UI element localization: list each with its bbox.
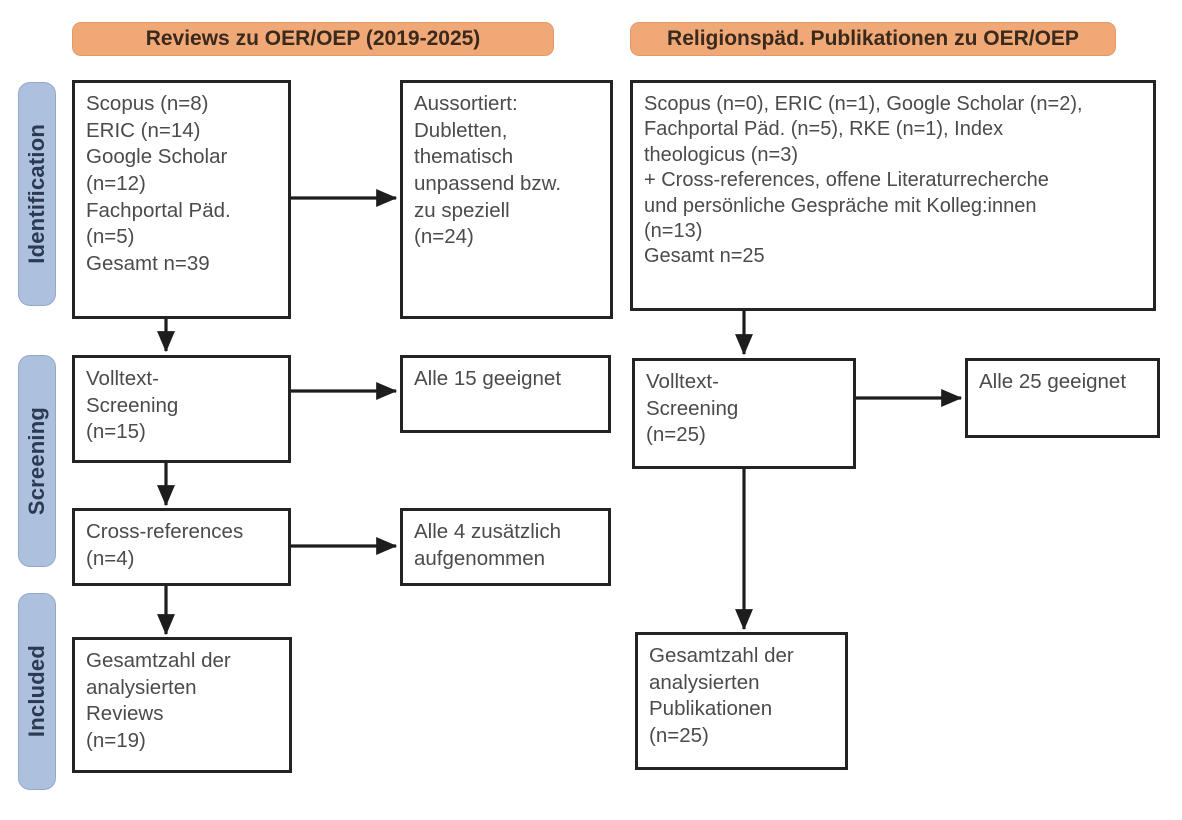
box-line: (n=19) — [86, 728, 146, 752]
box-line: Fachportal Päd. (n=5), RKE (n=1), Index — [644, 118, 1004, 141]
column-header-reviews-label: Reviews zu OER/OEP (2019-2025) — [145, 27, 481, 50]
box-line: (n=24) — [414, 225, 474, 249]
box-line: Screening — [86, 393, 179, 417]
stage-label-screening: Screening — [24, 406, 49, 516]
stage-pill-included: Included — [18, 593, 56, 790]
stage-pill-screening: Screening — [18, 355, 56, 567]
box-line: Alle 25 geeignet — [979, 370, 1127, 393]
box-left-excluded: Aussortiert: Dubletten, thematisch unpas… — [400, 80, 613, 319]
stage-label-included: Included — [24, 645, 49, 738]
box-line: thematisch — [414, 145, 514, 169]
stage-label-identification: Identification — [24, 124, 49, 264]
box-line: aufgenommen — [414, 546, 546, 570]
box-line: unpassend bzw. — [414, 171, 562, 195]
box-line: Google Scholar — [86, 145, 228, 169]
box-line: Gesamtzahl der — [86, 649, 231, 672]
box-line: Scopus (n=8) — [86, 92, 209, 115]
column-header-reviews: Reviews zu OER/OEP (2019-2025) — [72, 22, 554, 56]
box-line: Alle 4 zusätzlich — [414, 520, 561, 543]
box-line: Aussortiert: — [414, 92, 518, 115]
box-left-fulltext-screening: Volltext- Screening (n=15) — [72, 355, 291, 463]
box-line: Scopus (n=0), ERIC (n=1), Google Scholar… — [644, 93, 1083, 115]
column-header-religionspaed-label: Religionspäd. Publikationen zu OER/OEP — [667, 27, 1079, 50]
box-left-cross-references-result: Alle 4 zusätzlich aufgenommen — [400, 508, 611, 586]
box-right-included-total: Gesamtzahl der analysierten Publikatione… — [635, 632, 848, 770]
stage-pill-identification: Identification — [18, 82, 56, 306]
box-line: ERIC (n=14) — [86, 118, 201, 142]
box-line: (n=25) — [646, 423, 706, 447]
box-line: Screening — [646, 396, 739, 420]
box-line: Volltext- — [86, 367, 159, 390]
box-line: analysierten — [86, 675, 197, 699]
box-line: Gesamt n=39 — [86, 251, 210, 275]
box-line: Gesamt n=25 — [644, 245, 765, 268]
box-line: Cross-references — [86, 520, 244, 543]
box-right-fulltext-screening: Volltext- Screening (n=25) — [632, 358, 856, 469]
box-line: Fachportal Päd. — [86, 198, 231, 222]
box-line: und persönliche Gespräche mit Kolleg:inn… — [644, 194, 1037, 217]
box-line: (n=12) — [86, 171, 146, 195]
box-line: analysierten — [649, 670, 760, 694]
box-line: (n=13) — [644, 219, 703, 242]
box-line: (n=25) — [649, 723, 709, 747]
box-line: (n=4) — [86, 546, 135, 570]
box-line: Gesamtzahl der — [649, 644, 794, 667]
box-left-sources: Scopus (n=8) ERIC (n=14) Google Scholar … — [72, 80, 291, 319]
box-left-fulltext-result: Alle 15 geeignet — [400, 355, 611, 433]
box-line: Dubletten, — [414, 118, 508, 142]
box-right-fulltext-result: Alle 25 geeignet — [965, 358, 1160, 438]
box-line: theologicus (n=3) — [644, 143, 798, 166]
box-right-sources: Scopus (n=0), ERIC (n=1), Google Scholar… — [630, 80, 1156, 311]
box-line: (n=5) — [86, 225, 135, 249]
box-line: + Cross-references, offene Literaturrech… — [644, 169, 1049, 192]
box-line: Publikationen — [649, 697, 773, 721]
column-header-religionspaed: Religionspäd. Publikationen zu OER/OEP — [630, 22, 1116, 56]
box-line: zu speziell — [414, 198, 510, 222]
box-line: Alle 15 geeignet — [414, 367, 562, 390]
box-left-included-total: Gesamtzahl der analysierten Reviews (n=1… — [72, 637, 292, 773]
box-line: (n=15) — [86, 420, 146, 444]
box-left-cross-references: Cross-references (n=4) — [72, 508, 291, 586]
box-line: Reviews — [86, 702, 164, 726]
box-line: Volltext- — [646, 370, 719, 393]
